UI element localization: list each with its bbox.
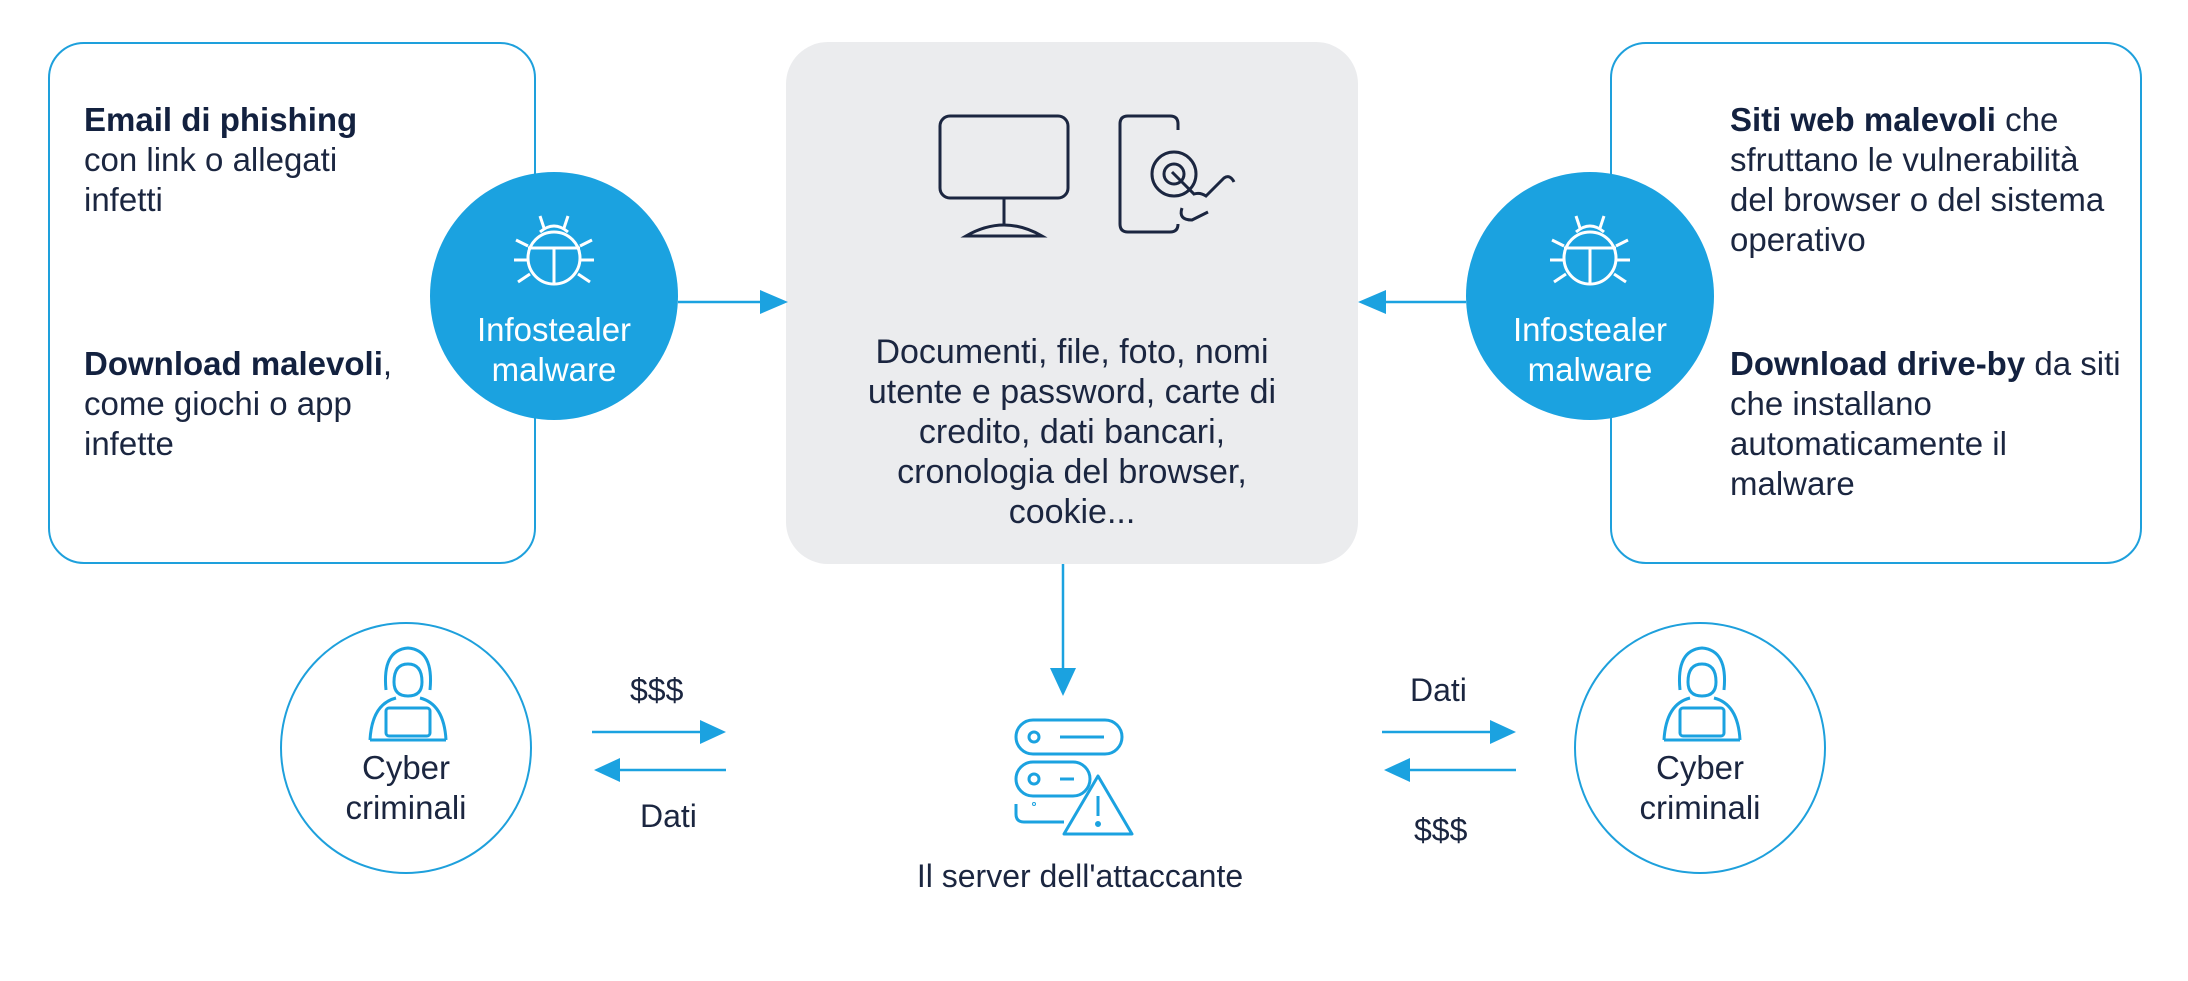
malicious-sites-text: Siti web malevoli che sfruttano le vulne… — [1730, 100, 2130, 260]
malicious-download-desc: come giochi o app infette — [84, 385, 352, 462]
stolen-data-line: credito, dati bancari, — [918, 413, 1226, 451]
touch-device-icon — [1118, 114, 1236, 234]
drive-by-title: Download drive-by — [1730, 345, 2026, 382]
stolen-data-line: Documenti, file, foto, nomi — [875, 333, 1269, 371]
stolen-data-description: Documenti, file, foto, nomi utente e pas… — [786, 332, 1358, 532]
phishing-email-desc: con link o allegati infetti — [84, 141, 338, 218]
malware-label-line2: malware — [1527, 351, 1653, 388]
criminal-label-line2: criminali — [345, 789, 467, 826]
malware-label-line1: Infostealer — [1512, 311, 1668, 348]
right-exchange-top-label: Dati — [1410, 672, 1467, 708]
infostealer-malware-left: Infostealer malware — [430, 172, 678, 420]
malware-label: Infostealer malware — [430, 310, 678, 390]
arrow-left-exchange-out-head — [700, 720, 726, 744]
server-label: Il server dell'attaccante — [916, 858, 1244, 894]
criminal-label-line1: Cyber — [361, 749, 451, 786]
bug-icon — [514, 215, 594, 286]
arrow-right-exchange-in-head — [1384, 758, 1410, 782]
criminal-label: Cyber criminali — [1576, 748, 1824, 828]
phishing-email-title: Email di phishing — [84, 101, 358, 138]
malware-label: Infostealer malware — [1466, 310, 1714, 390]
malicious-sites-title: Siti web malevoli — [1730, 101, 1996, 138]
stolen-data-line: cookie... — [1008, 493, 1136, 531]
malware-label-line1: Infostealer — [476, 311, 632, 348]
stolen-data-line: cronologia del browser, — [897, 453, 1247, 491]
arrow-left-exchange-in-head — [594, 758, 620, 782]
cyber-criminals-left: Cyber criminali — [280, 622, 532, 874]
server-warning-icon — [1014, 718, 1134, 836]
phishing-email-text: Email di phishing con link o allegati in… — [84, 100, 414, 220]
monitor-icon — [938, 114, 1070, 238]
criminal-label-line2: criminali — [1639, 789, 1761, 826]
drive-by-desc: da siti che installano automaticamente i… — [1730, 345, 2121, 502]
left-exchange-top-label: $$$ — [630, 672, 684, 708]
arrow-right-exchange-out-head — [1490, 720, 1516, 744]
drive-by-text: Download drive-by da siti che installano… — [1730, 344, 2130, 504]
right-exchange-bottom-label: $$$ — [1414, 812, 1468, 848]
criminal-label-line1: Cyber — [1655, 749, 1745, 786]
hacker-icon — [368, 646, 448, 742]
hacker-icon — [1662, 646, 1742, 742]
arrow-center-to-server-head — [1050, 668, 1076, 696]
cyber-criminals-right: Cyber criminali — [1574, 622, 1826, 874]
malicious-sites-desc: che sfruttano le vulnerabilità del brows… — [1730, 101, 2105, 258]
malicious-download-comma: , — [382, 345, 393, 382]
left-exchange-bottom-label: Dati — [640, 798, 697, 834]
stolen-data-line: utente e password, carte di — [867, 373, 1277, 411]
arrow-left-to-center-head — [760, 290, 788, 314]
malicious-download-title: Download malevoli — [84, 345, 383, 382]
malware-label-line2: malware — [491, 351, 617, 388]
infostealer-malware-right: Infostealer malware — [1466, 172, 1714, 420]
bug-icon — [1550, 215, 1630, 286]
arrow-right-to-center-head — [1358, 290, 1386, 314]
stolen-data-panel: Documenti, file, foto, nomi utente e pas… — [786, 42, 1358, 564]
malicious-download-text: Download malevoli, come giochi o app inf… — [84, 344, 414, 464]
criminal-label: Cyber criminali — [282, 748, 530, 828]
